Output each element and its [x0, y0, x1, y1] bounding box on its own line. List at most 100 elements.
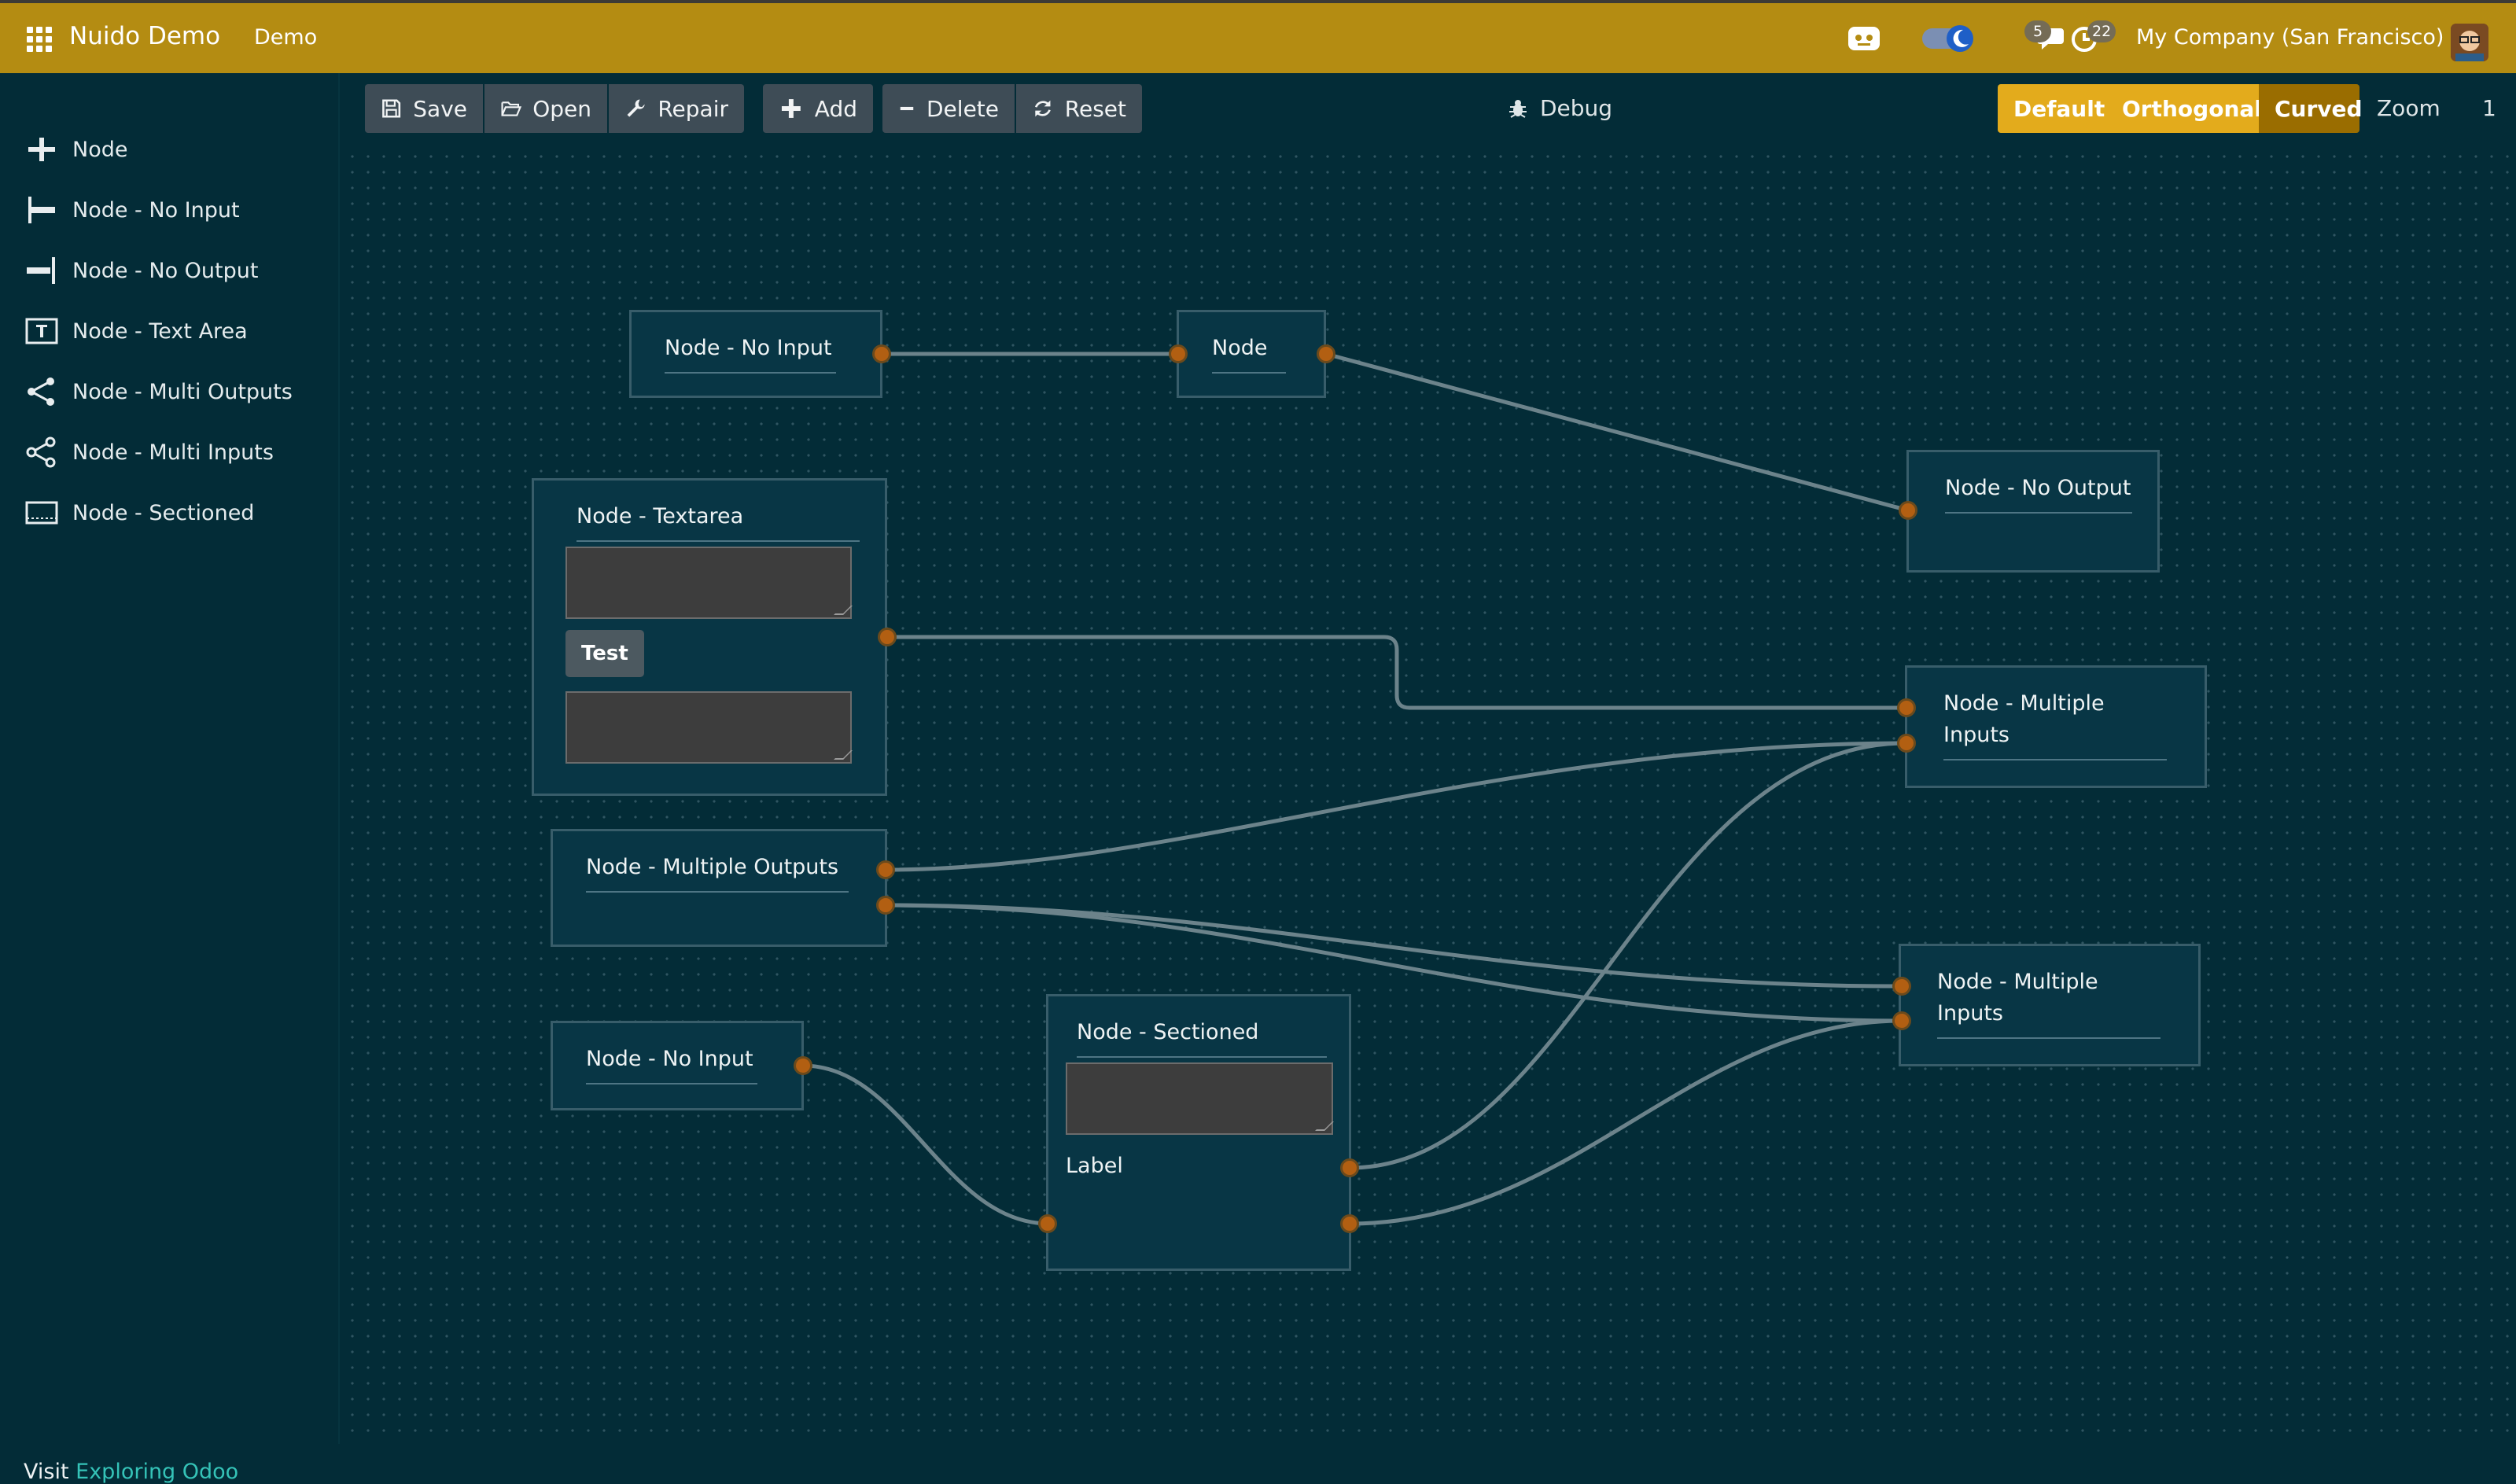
bot-icon[interactable]: [1845, 19, 1883, 55]
node-multiple-outputs[interactable]: Node - Multiple Outputs: [551, 829, 887, 947]
node-title: Node - Multiple Inputs: [1943, 688, 2167, 760]
repair-label: Repair: [658, 95, 728, 122]
company-switcher[interactable]: My Company (San Francisco): [2136, 25, 2444, 50]
output-port[interactable]: [872, 344, 891, 363]
input-port[interactable]: [1169, 344, 1188, 363]
output-port[interactable]: [878, 628, 897, 646]
palette-item-no-output[interactable]: Node - No Output: [24, 249, 334, 293]
wrench-icon: [627, 99, 645, 117]
reset-button[interactable]: Reset: [1016, 84, 1142, 133]
palette-item-label: Node - Text Area: [72, 319, 248, 344]
save-label: Save: [413, 95, 467, 122]
textarea-input-2[interactable]: [565, 691, 852, 764]
theme-toggle-icon[interactable]: [1919, 19, 1976, 55]
top-navbar: Nuido Demo Demo 5 22 My Company (San Fra…: [0, 0, 2516, 73]
node-no-input-2[interactable]: Node - No Input: [551, 1021, 804, 1110]
node-title: Node - No Output: [1945, 473, 2132, 514]
input-port[interactable]: [1897, 698, 1916, 717]
route-default-button[interactable]: Default: [1998, 84, 2106, 133]
no-input-icon: [28, 197, 55, 223]
share-icon: [28, 377, 54, 406]
user-avatar[interactable]: [2451, 24, 2488, 61]
chat-count-badge: 5: [2024, 20, 2051, 42]
palette-item-label: Node: [72, 137, 128, 162]
node-no-output[interactable]: Node - No Output: [1906, 450, 2160, 573]
footer-visit: Visit Exploring Odoo: [24, 1460, 238, 1484]
open-button[interactable]: Open: [484, 84, 607, 133]
text-area-icon: [25, 318, 58, 344]
palette-item-node[interactable]: Node: [24, 127, 334, 171]
node-textarea[interactable]: Node - Textarea Test: [532, 478, 887, 796]
node-multiple-inputs-1[interactable]: Node - Multiple Inputs: [1905, 665, 2207, 788]
node-multiple-inputs-2[interactable]: Node - Multiple Inputs: [1899, 944, 2201, 1066]
palette-item-label: Node - No Input: [72, 197, 240, 223]
bug-icon: [1509, 99, 1527, 118]
palette-item-multi-outputs[interactable]: Node - Multi Outputs: [24, 370, 334, 414]
palette-item-sectioned[interactable]: Node - Sectioned: [24, 491, 334, 535]
zoom-value[interactable]: 1: [2482, 95, 2496, 121]
exploring-odoo-link[interactable]: Exploring Odoo: [76, 1460, 239, 1484]
textarea-input-1[interactable]: [565, 547, 852, 619]
palette-item-label: Node - Multi Outputs: [72, 379, 293, 404]
palette-item-multi-inputs[interactable]: Node - Multi Inputs: [24, 430, 334, 474]
input-port[interactable]: [1892, 1011, 1911, 1030]
output-port[interactable]: [1317, 344, 1335, 363]
palette-item-label: Node - No Output: [72, 258, 259, 283]
palette-item-no-input[interactable]: Node - No Input: [24, 188, 334, 232]
menu-demo[interactable]: Demo: [254, 25, 318, 50]
route-orthogonal-button[interactable]: Orthogonal: [2106, 84, 2262, 133]
route-curved-button[interactable]: Curved: [2259, 84, 2363, 133]
app-brand[interactable]: Nuido Demo: [69, 22, 221, 50]
output-port[interactable]: [1340, 1158, 1359, 1177]
input-port[interactable]: [1897, 734, 1916, 753]
palette-item-label: Node - Sectioned: [72, 500, 255, 525]
save-icon: [382, 99, 401, 118]
node-basic[interactable]: Node: [1177, 310, 1326, 398]
open-label: Open: [532, 95, 591, 122]
activity-count-badge: 22: [2087, 20, 2116, 42]
section-label: Label: [1066, 1154, 1123, 1178]
node-title: Node - No Input: [665, 333, 836, 374]
input-port[interactable]: [1899, 501, 1917, 520]
input-port[interactable]: [1892, 977, 1911, 996]
no-output-icon: [27, 257, 55, 284]
output-port[interactable]: [1340, 1214, 1359, 1233]
refresh-icon: [1034, 100, 1051, 117]
node-title: Node - Sectioned: [1077, 1017, 1327, 1058]
plus-icon: [781, 99, 801, 118]
test-button[interactable]: Test: [565, 630, 644, 677]
output-port[interactable]: [876, 896, 895, 915]
node-sectioned[interactable]: Node - Sectioned Label: [1046, 994, 1351, 1271]
debug-label: Debug: [1540, 95, 1613, 121]
folder-open-icon: [501, 101, 522, 116]
plus-icon: [28, 138, 55, 161]
sectioned-textarea[interactable]: [1066, 1062, 1333, 1135]
node-title: Node - Textarea: [577, 501, 860, 542]
minus-icon: [900, 106, 914, 111]
node-no-input-1[interactable]: Node - No Input: [629, 310, 882, 398]
multi-share-icon: [26, 436, 56, 468]
zoom-label: Zoom: [2377, 95, 2440, 121]
add-button[interactable]: Add: [763, 84, 873, 133]
node-title: Node - Multiple Outputs: [586, 852, 849, 893]
apps-grid-icon[interactable]: [27, 27, 52, 52]
reset-label: Reset: [1064, 95, 1126, 122]
repair-button[interactable]: Repair: [609, 84, 744, 133]
output-port[interactable]: [876, 860, 895, 879]
debug-button[interactable]: Debug: [1507, 95, 1612, 121]
node-palette-sidebar: Node Node - No Input Node - No Output No…: [0, 73, 340, 1484]
input-port[interactable]: [1038, 1214, 1057, 1233]
visit-prefix: Visit: [24, 1460, 69, 1484]
output-port[interactable]: [794, 1056, 812, 1075]
delete-label: Delete: [926, 95, 999, 122]
delete-button[interactable]: Delete: [882, 84, 1015, 133]
editor-toolbar: Save Open Repair Add Delete Reset: [340, 73, 2516, 145]
save-button[interactable]: Save: [365, 84, 483, 133]
palette-item-text-area[interactable]: Node - Text Area: [24, 309, 334, 353]
node-title: Node: [1212, 333, 1286, 374]
palette-item-label: Node - Multi Inputs: [72, 440, 274, 465]
sectioned-icon: [25, 501, 58, 525]
add-label: Add: [814, 95, 857, 122]
node-title: Node - Multiple Inputs: [1937, 967, 2161, 1039]
node-title: Node - No Input: [586, 1044, 757, 1084]
